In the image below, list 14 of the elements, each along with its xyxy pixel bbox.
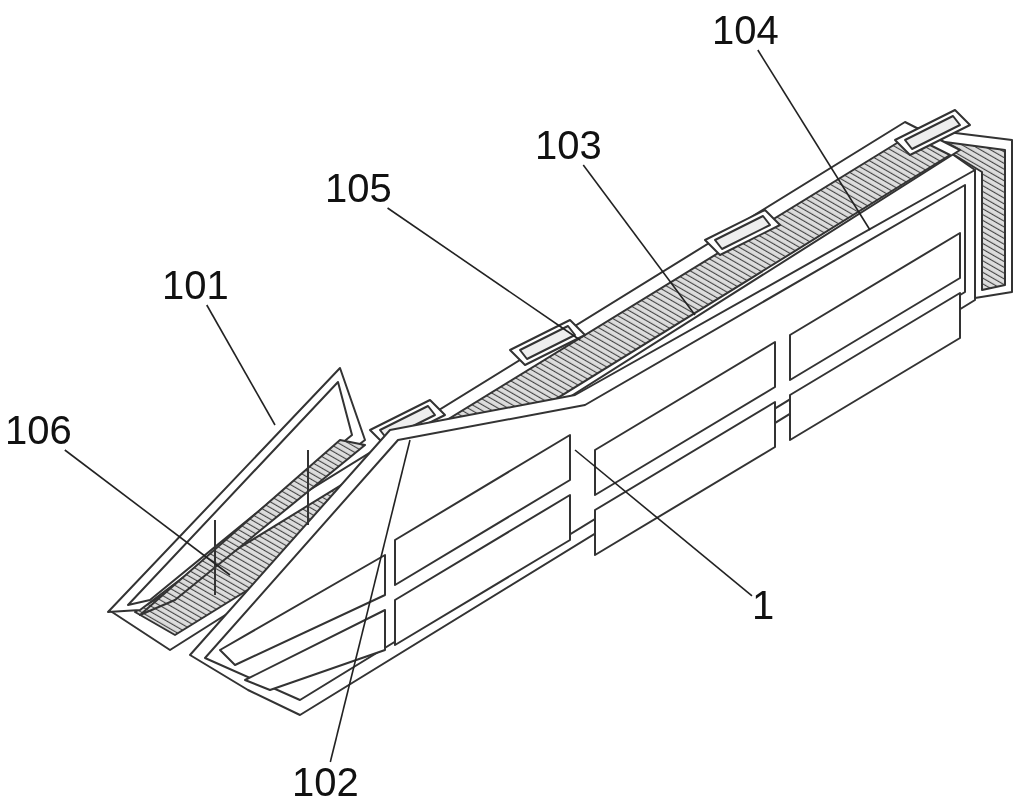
leader-line	[329, 439, 411, 763]
callout-number: 106	[5, 410, 72, 450]
callout-number: 1	[752, 585, 775, 625]
leader-line	[64, 449, 231, 576]
leader-line	[205, 304, 276, 426]
callout-number: 101	[162, 265, 229, 305]
callout-number: 102	[292, 762, 359, 802]
leader-line	[757, 49, 871, 231]
leader-line	[582, 164, 696, 316]
leader-line	[386, 207, 581, 341]
callout-number: 104	[712, 10, 779, 50]
callout-number: 105	[325, 168, 392, 208]
callout-number: 103	[535, 125, 602, 165]
leader-line	[574, 449, 753, 597]
